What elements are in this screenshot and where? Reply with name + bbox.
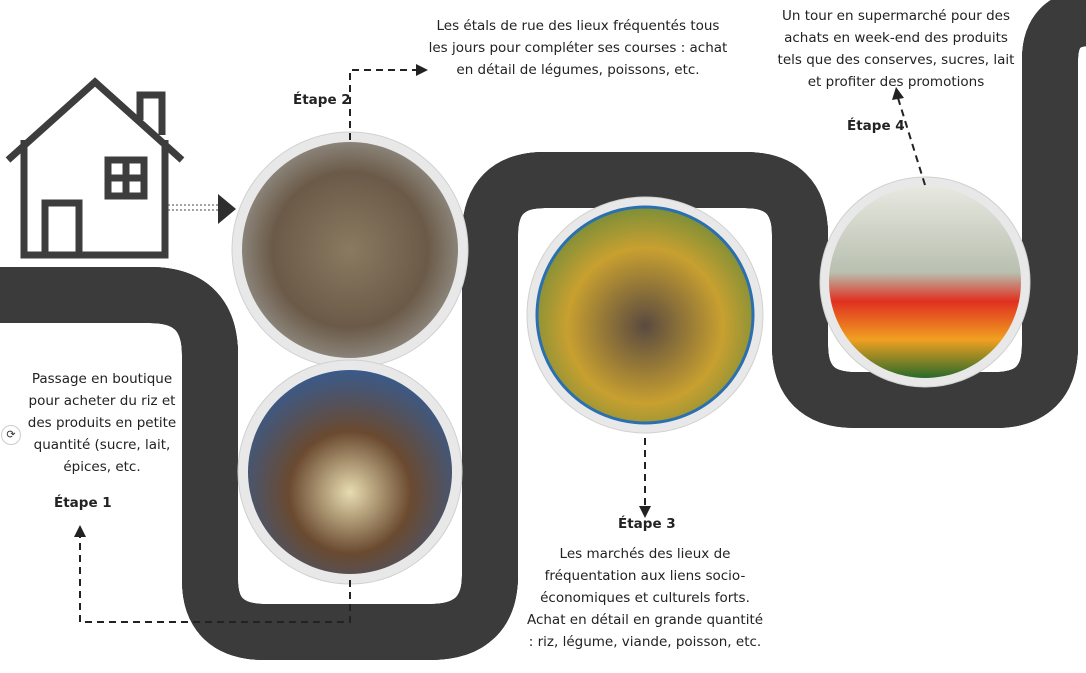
house-icon: [5, 77, 185, 259]
arrow-house-to-step2: [168, 194, 236, 224]
step3-description: Les marchés des lieux de fréquentation a…: [526, 546, 764, 650]
step4-description: Un tour en supermarché pour des achats e…: [777, 8, 1015, 90]
step3-label: Étape 3: [618, 516, 676, 532]
photo-street-stalls: [231, 131, 469, 369]
step1-description: Passage en boutique pour acheter du riz …: [27, 371, 177, 475]
photo-market: [526, 196, 764, 434]
photo-supermarket: [819, 176, 1031, 388]
step2-label: Étape 2: [293, 92, 351, 108]
step4-label: Étape 4: [847, 118, 905, 134]
arrow-step2: [349, 69, 418, 140]
photo-boutique: [237, 359, 463, 585]
step2-description: Les étals de rue des lieux fréquentés to…: [428, 18, 728, 78]
arrow-step4: [897, 97, 926, 186]
rotate-icon[interactable]: ⟳: [1, 425, 21, 445]
step1-label: Étape 1: [54, 495, 112, 511]
